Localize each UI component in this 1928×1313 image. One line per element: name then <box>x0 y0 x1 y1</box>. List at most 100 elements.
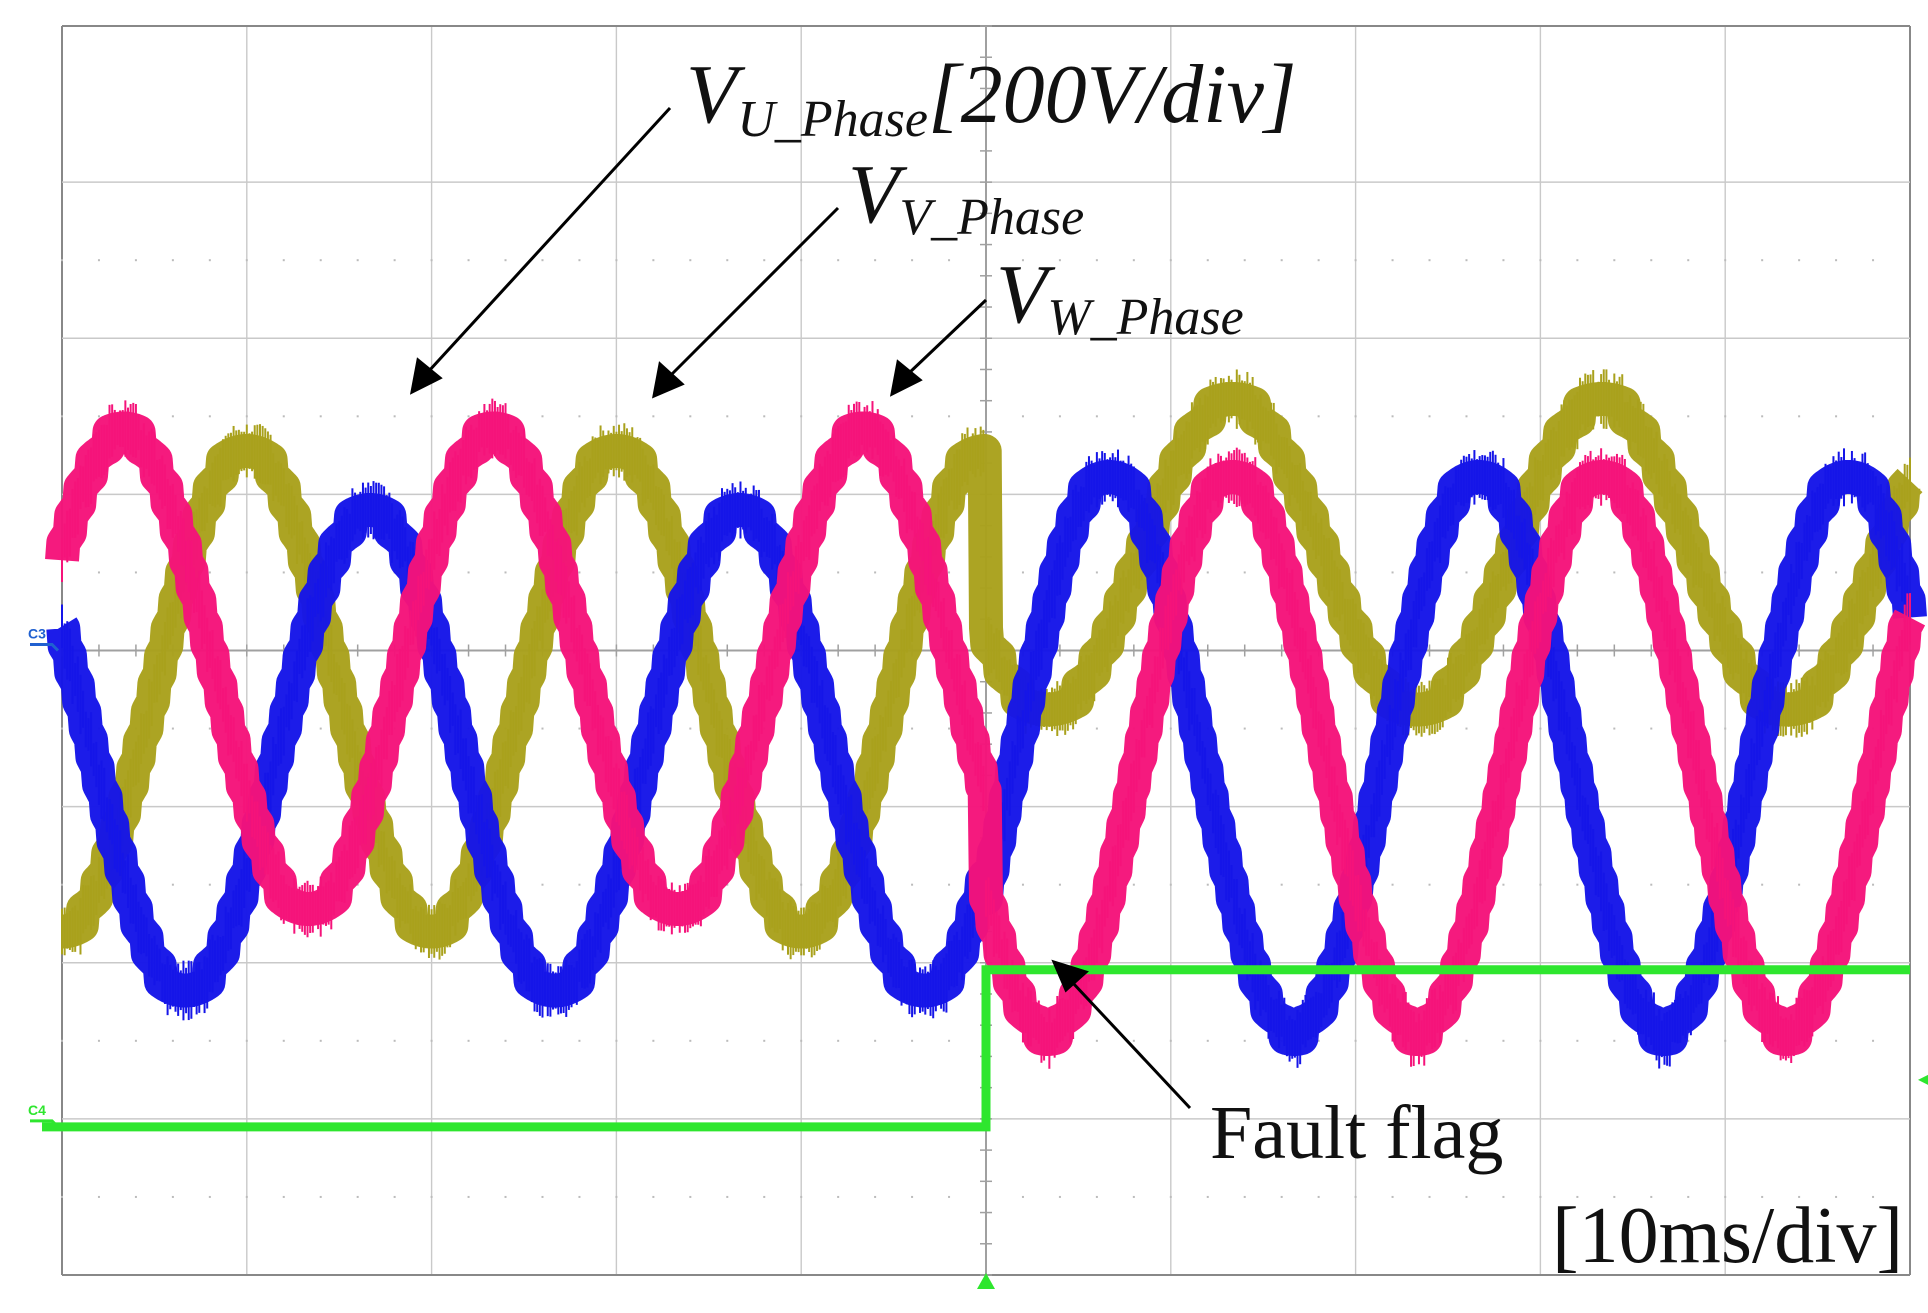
grid-dot <box>134 259 137 262</box>
grid-dot <box>1724 259 1727 262</box>
grid-dot <box>615 1195 618 1198</box>
grid-dot <box>61 259 63 262</box>
grid-dot <box>1354 1039 1357 1042</box>
grid-dot <box>1613 727 1616 730</box>
grid-dot <box>97 1039 100 1042</box>
grid-dot <box>430 1195 433 1198</box>
grid-dot <box>1169 415 1172 418</box>
grid-dot <box>245 571 248 574</box>
grid-dot <box>1243 571 1246 574</box>
grid-dot <box>1058 259 1061 262</box>
grid-dot <box>1206 259 1209 262</box>
grid-dot <box>726 1195 729 1198</box>
grid-dot <box>1872 415 1875 418</box>
grid-dot <box>800 1195 803 1198</box>
grid-dot <box>763 415 766 418</box>
grid-dot <box>911 883 914 886</box>
grid-dot <box>800 1039 803 1042</box>
grid-dot <box>208 727 211 730</box>
grid-dot <box>356 571 359 574</box>
grid-dot <box>1502 1195 1505 1198</box>
grid-dot <box>689 1195 692 1198</box>
grid-dot <box>541 1195 544 1198</box>
grid-dot <box>430 415 433 418</box>
grid-dot <box>837 571 840 574</box>
grid-dot <box>874 571 877 574</box>
grid-dot <box>1539 727 1542 730</box>
grid-dot <box>134 1195 137 1198</box>
grid-dot <box>726 571 729 574</box>
grid-dot <box>1539 1039 1542 1042</box>
grid-dot <box>1613 1039 1616 1042</box>
grid-dot <box>1872 259 1875 262</box>
grid-dot <box>1613 571 1616 574</box>
traces <box>42 369 1927 1132</box>
grid-dot <box>245 259 248 262</box>
grid-dot <box>1687 883 1690 886</box>
grid-dot <box>467 1195 470 1198</box>
grid-dot <box>911 1039 914 1042</box>
grid-dot <box>1724 415 1727 418</box>
grid-dot <box>578 571 581 574</box>
grid-dot <box>541 259 544 262</box>
channel-marker-c4 <box>30 1119 60 1128</box>
grid-dot <box>1798 1195 1801 1198</box>
grid-dot <box>208 571 211 574</box>
grid-dot <box>1576 1039 1579 1042</box>
grid-dot <box>356 415 359 418</box>
grid-dot <box>1280 883 1283 886</box>
grid-dot <box>97 415 100 418</box>
grid-dot <box>1021 1195 1024 1198</box>
grid-dot <box>1576 571 1579 574</box>
grid-dot <box>1095 415 1098 418</box>
grid-dot <box>282 1195 285 1198</box>
grid-dot <box>245 1195 248 1198</box>
grid-dot <box>541 727 544 730</box>
grid-dot <box>1835 1039 1838 1042</box>
grid-dot <box>615 415 618 418</box>
grid-dot <box>615 571 618 574</box>
grid-dot <box>541 1039 544 1042</box>
grid-dot <box>1761 883 1764 886</box>
grid-dot <box>578 259 581 262</box>
grid-dot <box>356 1039 359 1042</box>
grid-dot <box>1465 571 1468 574</box>
grid-dot <box>171 415 174 418</box>
grid-dot <box>208 415 211 418</box>
grid-dot <box>1724 727 1727 730</box>
trigger-time-marker <box>977 1273 995 1289</box>
grid-dot <box>1391 259 1394 262</box>
grid-dot <box>911 259 914 262</box>
grid-dot <box>948 259 951 262</box>
grid-dot <box>1650 883 1653 886</box>
grid-dot <box>1132 1039 1135 1042</box>
grid-dot <box>1835 1195 1838 1198</box>
grid-dot <box>97 1195 100 1198</box>
grid-dot <box>578 1039 581 1042</box>
grid-dot <box>245 1039 248 1042</box>
grid-dot <box>208 1195 211 1198</box>
grid-dot <box>1502 883 1505 886</box>
grid-dot <box>1169 1195 1172 1198</box>
arrow-v <box>652 206 840 399</box>
grid-dot <box>1095 259 1098 262</box>
grid-dot <box>171 259 174 262</box>
grid-dot <box>1835 415 1838 418</box>
grid-dot <box>689 727 692 730</box>
grid-dot <box>467 1039 470 1042</box>
grid-dot <box>1206 883 1209 886</box>
grid-dot <box>837 415 840 418</box>
grid-dot <box>1132 883 1135 886</box>
grid-dot <box>1317 1195 1320 1198</box>
grid-dot <box>282 259 285 262</box>
grid-dot <box>1354 727 1357 730</box>
grid-dot <box>1613 1195 1616 1198</box>
grid-dot <box>1095 1195 1098 1198</box>
grid-dot <box>1169 1039 1172 1042</box>
grid-dot <box>171 727 174 730</box>
grid-dot <box>97 259 100 262</box>
grid-dot <box>1502 415 1505 418</box>
grid-dot <box>837 1195 840 1198</box>
grid-dot <box>1576 883 1579 886</box>
grid-dot <box>1687 1195 1690 1198</box>
